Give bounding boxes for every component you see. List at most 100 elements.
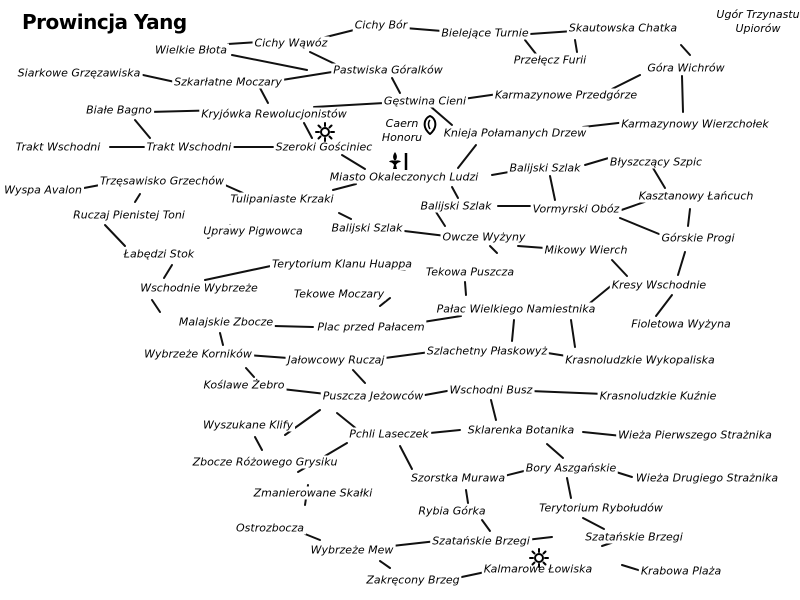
road-link bbox=[524, 39, 537, 55]
place-pastwiska[interactable]: Pastwiska Góralków bbox=[331, 63, 445, 77]
place-plac[interactable]: Plac przed Pałacem bbox=[315, 320, 427, 334]
place-ostrozbocza[interactable]: Ostrozbocza bbox=[233, 521, 307, 535]
place-wieza-pierwszego[interactable]: Wieża Pierwszego Strażnika bbox=[616, 428, 774, 442]
road-link bbox=[435, 211, 446, 227]
place-wybrzeze-kornikow[interactable]: Wybrzeże Korników bbox=[142, 347, 254, 361]
place-szatanskie-brzegi-2[interactable]: Szatańskie Brzegi bbox=[583, 530, 685, 544]
place-mikowy[interactable]: Mikowy Wierch bbox=[542, 243, 630, 257]
place-fioletowa[interactable]: Fioletowa Wyżyna bbox=[629, 317, 733, 331]
road-link bbox=[352, 369, 366, 384]
place-ugor[interactable]: Ugór Trzynastu Upiorów bbox=[714, 8, 800, 36]
place-labedzi[interactable]: Łabędzi Stok bbox=[121, 247, 197, 261]
place-kryjowka[interactable]: Kryjówka Rewolucjonistów bbox=[199, 107, 349, 121]
place-caern[interactable]: Caern Honoru bbox=[381, 117, 423, 144]
place-sklarenka[interactable]: Sklarenka Botanika bbox=[465, 423, 577, 437]
place-szeroki[interactable]: Szeroki Gościniec bbox=[273, 140, 375, 154]
place-zmanierowane[interactable]: Zmanierowane Skałki bbox=[251, 486, 375, 500]
road-link bbox=[570, 319, 576, 348]
road-link bbox=[245, 367, 255, 378]
place-miasto[interactable]: Miasto Okaleczonych Ludzi bbox=[327, 170, 481, 184]
road-link bbox=[104, 224, 126, 247]
road-link bbox=[451, 186, 459, 199]
road-link bbox=[309, 51, 336, 65]
place-karm-wierzcholek[interactable]: Karmazynowy Wierzchołek bbox=[619, 117, 771, 131]
place-kalmarowe[interactable]: Kalmarowe Łowiska bbox=[481, 562, 595, 576]
place-tekowa[interactable]: Tekowa Puszcza bbox=[423, 265, 517, 279]
place-knieja[interactable]: Knieja Połamanych Drzew bbox=[441, 126, 589, 140]
place-gorskie[interactable]: Górskie Progi bbox=[659, 231, 737, 245]
place-krasno-kuznie[interactable]: Krasnoludzkie Kuźnie bbox=[597, 389, 719, 403]
place-cichy-wawoz[interactable]: Cichy Wąwóz bbox=[252, 36, 330, 50]
place-kasztanowy[interactable]: Kasztanowy Łańcuch bbox=[636, 189, 756, 203]
road-link bbox=[582, 431, 623, 437]
place-wieza-drugiego[interactable]: Wieża Drugiego Strażnika bbox=[633, 471, 781, 485]
place-balijski-3[interactable]: Balijski Szlak bbox=[329, 221, 405, 235]
place-terytorium-klanu[interactable]: Terytorium Klanu Huappa bbox=[269, 257, 415, 271]
road-link bbox=[511, 319, 515, 342]
place-kresy[interactable]: Kresy Wschodnie bbox=[609, 278, 709, 292]
place-puszcza-jezowcow[interactable]: Puszcza Jeżowców bbox=[320, 389, 426, 403]
place-skautowska-chatka[interactable]: Skautowska Chatka bbox=[566, 21, 680, 35]
place-zbocze-rozowego[interactable]: Zbocze Różowego Grysiku bbox=[190, 455, 340, 469]
place-trakt-wschodni[interactable]: Trakt Wschodni bbox=[144, 140, 234, 154]
place-trzesawisko[interactable]: Trzęsawisko Grzechów bbox=[97, 174, 227, 188]
place-wyszukane[interactable]: Wyszukane Klify bbox=[201, 418, 295, 432]
place-wybrzeze-mew[interactable]: Wybrzeże Mew bbox=[308, 543, 396, 557]
road-link bbox=[338, 212, 352, 220]
place-wielkie-blota[interactable]: Wielkie Błota bbox=[153, 43, 229, 57]
place-owcze[interactable]: Owcze Wyżyny bbox=[440, 230, 528, 244]
road-link bbox=[652, 167, 666, 189]
place-palac[interactable]: Pałac Wielkiego Namiestnika bbox=[434, 302, 598, 316]
road-link bbox=[204, 263, 281, 281]
place-tulipaniaste[interactable]: Tulipaniaste Krzaki bbox=[228, 192, 336, 206]
place-biale-bagno[interactable]: Białe Bagno bbox=[84, 103, 154, 117]
place-pchli[interactable]: Pchli Laseczek bbox=[347, 427, 431, 441]
place-bielejace-turnie[interactable]: Bielejące Turnie bbox=[439, 26, 531, 40]
place-zakrecony[interactable]: Zakręcony Brzeg bbox=[364, 573, 462, 587]
road-link bbox=[332, 183, 357, 191]
place-balijski-2[interactable]: Balijski Szlak bbox=[418, 199, 494, 213]
place-siarkowe[interactable]: Siarkowe Grzęzawiska bbox=[15, 66, 143, 80]
place-gora-wichrow[interactable]: Góra Wichrów bbox=[645, 61, 727, 75]
place-trakt-wschodni-left[interactable]: Trakt Wschodni bbox=[13, 140, 103, 154]
place-karm-przedgorze[interactable]: Karmazynowe Przedgórze bbox=[492, 88, 640, 102]
place-koslawe[interactable]: Koślawe Żebro bbox=[201, 378, 287, 392]
road-link bbox=[680, 44, 691, 56]
place-balijski-1[interactable]: Balijski Szlak bbox=[507, 161, 583, 175]
place-cichy-bor[interactable]: Cichy Bór bbox=[352, 18, 410, 32]
road-link bbox=[677, 251, 686, 276]
place-przelecz-furii[interactable]: Przełęcz Furii bbox=[511, 53, 589, 67]
place-blyszczacy[interactable]: Błyszczący Szpic bbox=[607, 155, 705, 169]
fleur-de-lis-icon bbox=[389, 152, 408, 170]
place-wschodni-busz[interactable]: Wschodni Busz bbox=[447, 383, 535, 397]
road-link bbox=[584, 156, 613, 166]
road-link bbox=[391, 540, 438, 547]
sun-icon bbox=[315, 122, 335, 142]
place-uprawy[interactable]: Uprawy Pigwowca bbox=[201, 224, 305, 238]
place-rybia-gorka[interactable]: Rybia Górka bbox=[416, 504, 488, 518]
place-wschodnie-wybrzeze[interactable]: Wschodnie Wybrzeże bbox=[138, 281, 260, 295]
road-link bbox=[254, 436, 263, 451]
place-tekowe-moczary[interactable]: Tekowe Moczary bbox=[291, 287, 387, 301]
place-krabowa[interactable]: Krabowa Plaża bbox=[638, 564, 724, 578]
place-gestwina[interactable]: Gęstwina Cieni bbox=[381, 94, 469, 108]
place-malajskie[interactable]: Malajskie Zbocze bbox=[176, 315, 276, 329]
place-szatanskie-brzegi-1[interactable]: Szatańskie Brzegi bbox=[430, 534, 532, 548]
place-vormyrski[interactable]: Vormyrski Obóz bbox=[530, 202, 622, 216]
place-szkarlatne[interactable]: Szkarłatne Moczary bbox=[172, 75, 284, 89]
road-link bbox=[429, 105, 453, 126]
place-szorstka[interactable]: Szorstka Murawa bbox=[408, 471, 508, 485]
place-jalowcowy[interactable]: Jałowcowy Ruczaj bbox=[285, 353, 387, 367]
road-link bbox=[546, 443, 564, 459]
place-bory-aszganskie[interactable]: Bory Aszgańskie bbox=[523, 461, 619, 475]
place-wyspa[interactable]: Wyspa Avalon bbox=[2, 183, 84, 197]
place-krasno-wykopaliska[interactable]: Krasnoludzkie Wykopaliska bbox=[563, 353, 717, 367]
road-link bbox=[687, 208, 691, 227]
place-terytorium-ryboludow[interactable]: Terytorium Rybołudów bbox=[537, 501, 665, 515]
road-link bbox=[681, 75, 684, 113]
road-link bbox=[134, 119, 151, 139]
road-link bbox=[341, 154, 366, 170]
place-szlachetny[interactable]: Szlachetny Płaskowyż bbox=[424, 344, 550, 358]
place-ruczaj-pienistej[interactable]: Ruczaj Pienistej Toni bbox=[71, 208, 187, 222]
